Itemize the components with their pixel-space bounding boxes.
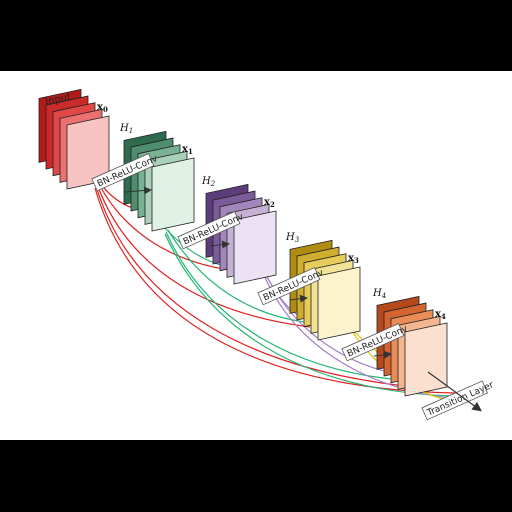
block-label-x2: x2 (264, 197, 275, 209)
feature-map-blocks (38, 88, 448, 397)
layer-arrow-2 (209, 240, 230, 249)
connection-x0-x3 (96, 183, 311, 328)
connection-x0-transition (94, 187, 456, 394)
connection-x0-x4 (95, 185, 406, 387)
block-label-x4: x4 (435, 309, 446, 321)
block-x0 (38, 88, 110, 190)
block-label-x1: x1 (182, 144, 193, 156)
input-label: Input (44, 92, 72, 108)
layer-arrow-4 (373, 350, 392, 359)
h-label-2: H2 (201, 176, 216, 188)
h-label-3: H3 (285, 232, 300, 244)
feature-map-x2-4 (233, 210, 277, 285)
block-label-x0: x0 (97, 102, 108, 114)
transition-arrow (427, 371, 482, 412)
block-label-x3: x3 (348, 253, 359, 265)
layer-arrow-3 (289, 294, 308, 303)
feature-map-x1-4 (151, 157, 195, 232)
feature-map-x3-4 (317, 266, 361, 341)
feature-map-x4-4 (404, 322, 448, 397)
block-x4 (376, 295, 448, 397)
connection-x0-x2 (97, 181, 231, 271)
connection-x1-x3 (167, 229, 306, 323)
h-label-1: H1 (119, 123, 133, 135)
h-label-4: H4 (372, 288, 386, 300)
layer-arrow-1 (124, 186, 152, 195)
